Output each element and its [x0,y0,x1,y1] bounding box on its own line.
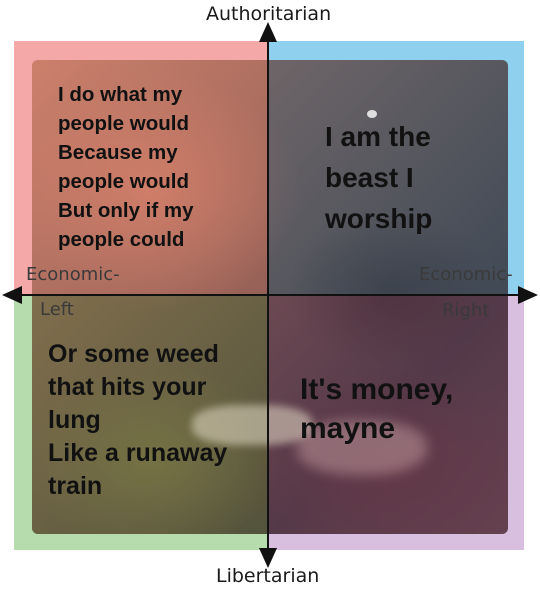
text-line: beast I [325,162,414,193]
horizontal-axis [12,294,528,296]
arrow-down-icon [259,548,277,568]
text-line: people would [58,170,189,193]
text-line: I am the [325,121,431,152]
text-line: Because my [58,141,178,164]
text-line: mayne [300,412,396,445]
text-line: train [48,472,103,500]
text-line: that hits your [48,373,207,401]
quote-authoritarian-left: I do what my people would Because my peo… [58,80,248,254]
arrow-up-icon [259,22,277,42]
axis-label-economic-right-line1: Economic- [419,264,513,285]
text-line: people would [58,112,189,135]
text-line: It's money, [300,373,454,406]
arrow-left-icon [2,286,22,304]
axis-label-authoritarian: Authoritarian [206,3,332,25]
face-photo [32,60,508,534]
text-line: worship [325,203,433,234]
text-line: I do what my [58,83,183,106]
axis-label-economic-left-line2: Left [40,299,74,320]
text-line: Or some weed [48,340,219,368]
text-line: lung [48,406,101,434]
quote-libertarian-right: It's money, mayne [300,370,510,448]
quote-authoritarian-right: I am the beast I worship [325,116,505,239]
axis-label-economic-left-line1: Economic- [26,264,120,285]
axis-label-libertarian: Libertarian [216,565,320,587]
arrow-right-icon [518,286,538,304]
text-line: Like a runaway [48,439,228,467]
quote-libertarian-left: Or some weed that hits your lung Like a … [48,338,263,503]
axis-label-economic-right-line2: Right [442,300,490,321]
text-line: But only if my [58,199,194,222]
text-line: people could [58,228,185,251]
